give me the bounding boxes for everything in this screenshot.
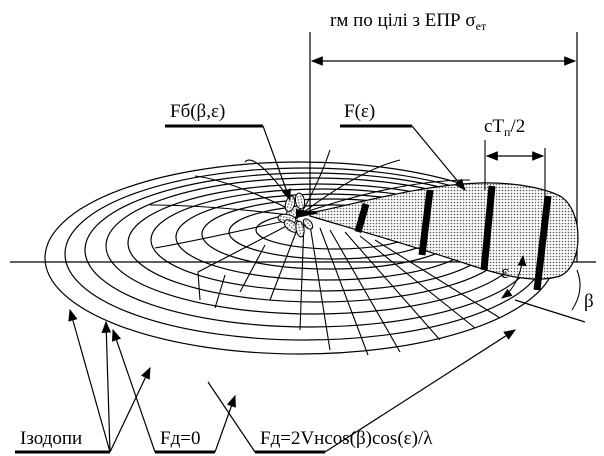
epsilon-arc (501, 254, 527, 299)
epsilon-label: ε (501, 262, 509, 283)
mainlobe-label: F(ε) (344, 101, 375, 122)
beta-line (514, 299, 586, 323)
fd-formula-label: Fд=2Vнcos(β)cos(ε)/λ (260, 428, 433, 449)
beta-arc (571, 269, 581, 311)
fd-zero-label: Fд=0 (160, 428, 200, 449)
range-label: rм по цілі з ЕПР σет (330, 10, 487, 33)
backlobe-pattern (277, 192, 314, 238)
beta-label: β (584, 291, 594, 312)
pulse-length-label: cTп/2 (484, 116, 525, 139)
pulse-bars (354, 185, 552, 291)
isodops-label: Ізодопи (20, 428, 82, 449)
backlobe-label: Fб(β,ε) (170, 101, 225, 122)
pointer-lines (68, 125, 517, 453)
radar-icon (297, 211, 303, 217)
